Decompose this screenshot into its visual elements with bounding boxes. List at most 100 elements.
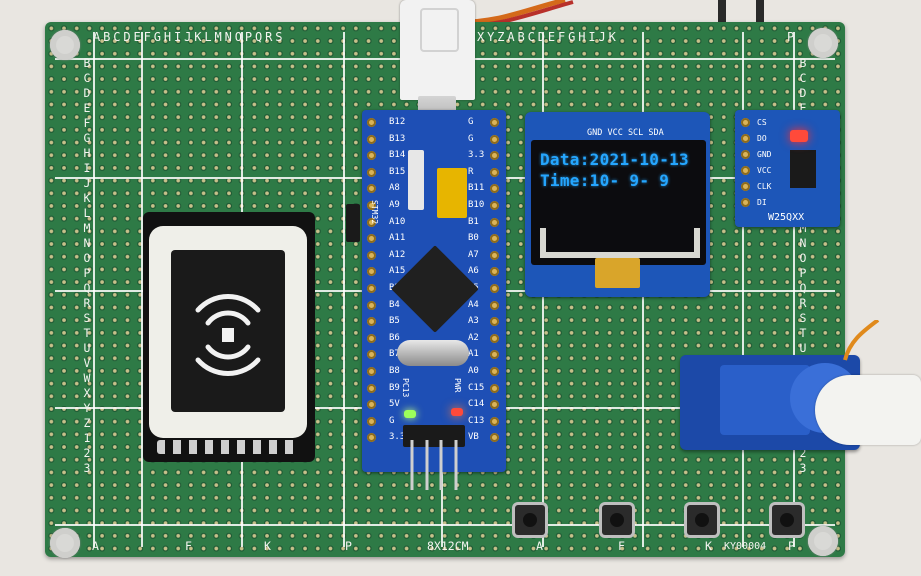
mcu-pin-label-left: A9 xyxy=(389,200,400,210)
mcu-pin-label-right: 3.3 xyxy=(468,150,485,161)
flash-chip xyxy=(790,150,816,188)
oled-lower-frame xyxy=(540,228,700,258)
servo-wire xyxy=(843,320,880,361)
mcu-pin-left xyxy=(367,416,376,426)
servo-horn xyxy=(815,375,921,445)
crystal-oscillator xyxy=(397,340,469,366)
flash-pin xyxy=(741,118,750,127)
mcu-pin-left xyxy=(367,333,376,343)
push-button-2[interactable] xyxy=(602,505,632,535)
capacitor xyxy=(346,204,360,242)
mcu-pin-right xyxy=(490,134,499,144)
bottom-label-a2: A xyxy=(536,539,543,553)
mcu-pin-label-right: A0 xyxy=(468,366,479,376)
mcu-pin-right xyxy=(490,250,499,260)
usb-cable xyxy=(400,0,475,100)
mcu-pin-label-left: B7 xyxy=(389,349,400,360)
bottom-label-f2: F xyxy=(618,539,625,553)
rfid-wave-icon xyxy=(195,294,261,376)
flash-pin-label: DO xyxy=(757,134,767,143)
mcu-pin-left xyxy=(367,217,376,227)
mcu-pin-left xyxy=(367,367,376,376)
top-row-end: P xyxy=(787,30,798,44)
mcu-pin-right xyxy=(490,217,499,227)
mcu-pin-right xyxy=(490,118,499,127)
mcu-pin-left xyxy=(367,383,376,393)
mcu-pin-label-right: VB xyxy=(468,432,479,443)
mcu-pin-left xyxy=(367,300,376,310)
mcu-pin-label-right: A1 xyxy=(468,349,479,360)
mcu-pin-label-right: C14 xyxy=(468,399,485,410)
mcu-pin-right xyxy=(490,151,499,161)
silk-stm32-label: STM32 xyxy=(370,200,379,225)
mcu-pin-left xyxy=(367,201,376,210)
bottom-label-k1: K xyxy=(264,539,271,553)
mcu-pin-label-right: B10 xyxy=(468,200,485,210)
mcu-pin-label-right: B11 xyxy=(468,183,485,194)
mcu-pin-label-right: R xyxy=(468,166,474,177)
mcu-pin-right xyxy=(490,400,499,410)
mcu-pin-label-left: B12 xyxy=(389,117,406,127)
swd-header xyxy=(403,425,465,447)
mcu-pin-label-left: A12 xyxy=(389,249,406,260)
flash-pin xyxy=(741,166,750,175)
mcu-pin-right xyxy=(490,333,499,343)
mcu-pin-right xyxy=(490,284,499,293)
mcu-pin-right xyxy=(490,367,499,376)
mcu-pin-right xyxy=(490,167,499,177)
w25qxx-flash-module xyxy=(735,110,840,227)
mcu-pin-label-right: A6 xyxy=(468,266,479,277)
mcu-pin-label-right: A2 xyxy=(468,332,479,343)
mcu-pin-label-right: A4 xyxy=(468,299,479,310)
mcu-pin-right xyxy=(490,383,499,393)
reset-button xyxy=(408,150,424,210)
bottom-label-p2: P xyxy=(788,539,795,553)
flash-pin-label: VCC xyxy=(757,166,772,175)
mount-hole-tl xyxy=(50,30,80,60)
flash-label: W25QXX xyxy=(768,212,805,223)
mcu-pin-label-left: G xyxy=(389,415,395,426)
bottom-label-a1: A xyxy=(92,539,99,553)
mcu-pin-left xyxy=(367,234,376,244)
push-button-1[interactable] xyxy=(515,505,545,535)
board-size-label: 8X12CM xyxy=(427,539,469,553)
flash-pin-label: DI xyxy=(757,198,767,207)
silk-pc13: PC13 xyxy=(401,378,410,398)
flash-pin xyxy=(741,134,750,143)
mcu-pin-right xyxy=(490,234,499,244)
mcu-pin-label-left: 5V xyxy=(389,399,400,410)
mcu-pin-left xyxy=(367,167,376,177)
push-button-4[interactable] xyxy=(772,505,802,535)
mcu-pin-left xyxy=(367,433,376,443)
flash-pin xyxy=(741,198,750,207)
push-button-3[interactable] xyxy=(687,505,717,535)
mcu-pin-label-left: A11 xyxy=(389,233,406,244)
mcu-pin-label-right: C13 xyxy=(468,415,485,426)
mcu-pin-label-left: B5 xyxy=(389,316,400,327)
mcu-pin-left xyxy=(367,267,376,277)
mcu-pin-label-right: A7 xyxy=(468,249,479,260)
oled-screen: Data:2021-10-13 Time:10- 9- 9 xyxy=(540,148,698,218)
mcu-pin-right xyxy=(490,433,499,443)
mcu-pin-label-left: B6 xyxy=(389,332,400,343)
bottom-label-k2: K xyxy=(705,539,712,553)
mcu-pin-label-left: B14 xyxy=(389,150,406,161)
mcu-pin-label-right: B0 xyxy=(468,233,479,244)
mcu-pin-left xyxy=(367,400,376,410)
mcu-pin-label-left: 3.3 xyxy=(389,432,406,443)
power-led-red xyxy=(451,408,463,416)
mount-hole-br xyxy=(808,526,838,556)
mcu-pin-left xyxy=(367,250,376,260)
boot-jumper xyxy=(437,168,467,218)
swd-pins xyxy=(410,440,458,490)
mcu-pin-label-right: G xyxy=(468,133,474,144)
flash-pin xyxy=(741,182,750,191)
mcu-pin-label-left: B4 xyxy=(389,299,400,310)
mcu-pin-label-right: G xyxy=(468,117,474,127)
mcu-pin-label-right: B1 xyxy=(468,216,479,227)
mcu-pin-right xyxy=(490,300,499,310)
flash-pin xyxy=(741,150,750,159)
oled-glass xyxy=(531,140,706,265)
top-row-labels-2: XYZABCDEFGHIJK xyxy=(477,30,619,44)
